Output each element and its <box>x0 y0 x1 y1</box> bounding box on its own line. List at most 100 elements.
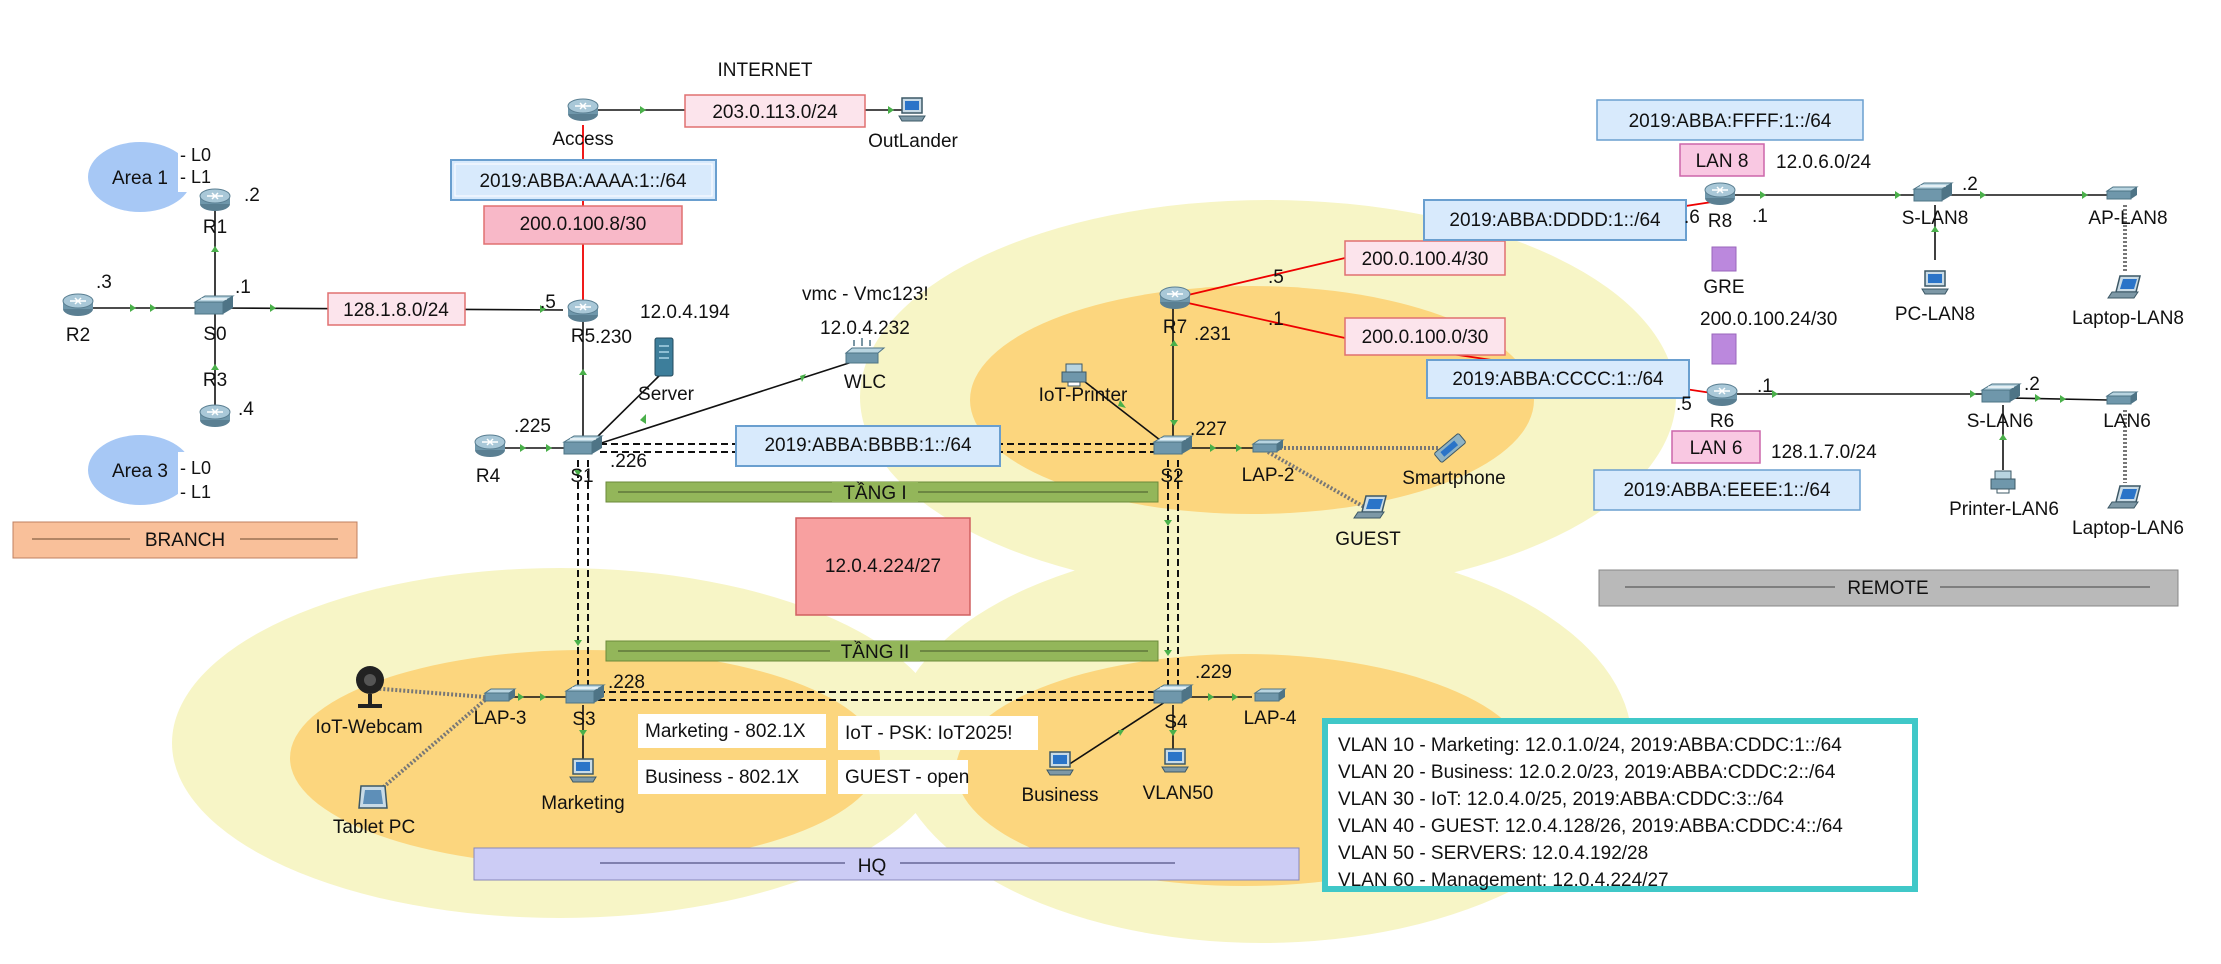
router-r5-icon[interactable] <box>567 299 599 323</box>
printer-lan6-icon[interactable] <box>1990 470 2016 494</box>
net-200-8-label: 200.0.100.8/30 <box>520 214 647 235</box>
s0-label: S0 <box>203 324 226 345</box>
ap-lan8-icon[interactable] <box>2106 186 2138 200</box>
vlan-legend-line: VLAN 30 - IoT: 12.0.4.0/25, 2019:ABBA:CD… <box>1338 789 1784 810</box>
lap3-icon[interactable] <box>484 688 516 702</box>
lan6-label: LAN 6 <box>1690 438 1743 459</box>
gre-label: GRE <box>1703 277 1744 298</box>
lan8-label: LAN 8 <box>1696 151 1749 172</box>
vlan-legend-line: VLAN 10 - Marketing: 12.0.1.0/24, 2019:A… <box>1338 735 1842 756</box>
vlan-legend-line: VLAN 50 - SERVERS: 12.0.4.192/28 <box>1338 843 1649 864</box>
ssid-business-label: Business - 802.1X <box>645 767 800 788</box>
s4-label: S4 <box>1164 712 1188 733</box>
switch-slan8-icon[interactable] <box>1913 182 1953 202</box>
vlan50-label: VLAN50 <box>1143 783 1214 804</box>
gre-net-label: 200.0.100.24/30 <box>1700 309 1837 330</box>
wlc-cred-label: vmc - Vmc123! <box>802 284 929 305</box>
laptop-lan8-icon[interactable] <box>2107 275 2141 299</box>
r4-ip-label: .225 <box>514 416 551 437</box>
s0-ip-label: .1 <box>235 277 251 298</box>
r7-ip1-label: .1 <box>1268 309 1284 330</box>
area1-l1: - L1 <box>180 167 211 187</box>
lap2-icon[interactable] <box>1252 439 1284 453</box>
vlan-legend-line: VLAN 40 - GUEST: 12.0.4.128/26, 2019:ABB… <box>1338 816 1843 837</box>
router-r8-icon[interactable] <box>1704 182 1736 206</box>
server-ip-label: 12.0.4.194 <box>640 302 730 323</box>
ssid-guest-label: GUEST - open <box>845 767 969 788</box>
switch-s1-icon[interactable] <box>563 435 603 455</box>
smartphone-icon[interactable] <box>1434 433 1466 463</box>
s1-ip-label: .226 <box>610 451 647 472</box>
lan6-net-label: 128.1.7.0/24 <box>1771 442 1877 463</box>
pclan8-label: PC-LAN8 <box>1895 304 1975 325</box>
r2-ip-label: .3 <box>96 272 112 293</box>
router-r2-icon[interactable] <box>62 293 94 317</box>
pc-marketing-icon[interactable] <box>569 758 597 783</box>
zone-inner-floor2-left <box>290 650 880 866</box>
s1-label: S1 <box>570 466 593 487</box>
switch-slan6-icon[interactable] <box>1981 383 2021 403</box>
tablet-label: Tablet PC <box>333 817 415 838</box>
pc-outlander-icon[interactable] <box>898 97 926 122</box>
switch-s3-icon[interactable] <box>565 684 605 704</box>
outlander-label: OutLander <box>868 131 958 152</box>
wlc-ip-label: 12.0.4.232 <box>820 318 910 339</box>
ssid-marketing-label: Marketing - 802.1X <box>645 721 806 742</box>
tang2-label: TẦNG II <box>841 641 910 663</box>
s2-label: S2 <box>1160 466 1183 487</box>
switch-s2-icon[interactable] <box>1153 435 1193 455</box>
slan8-ip-label: .2 <box>1962 174 1978 195</box>
router-r7-icon[interactable] <box>1159 286 1191 310</box>
pc-vlan50-icon[interactable] <box>1161 748 1189 773</box>
r6-label: R6 <box>1710 411 1734 432</box>
laptop-lan6-icon[interactable] <box>2107 485 2141 509</box>
router-r4-icon[interactable] <box>474 434 506 458</box>
net-128-1-8-label: 128.1.8.0/24 <box>343 300 449 321</box>
access-label: Access <box>552 129 613 150</box>
router-r6-icon[interactable] <box>1706 383 1738 407</box>
r8-label: R8 <box>1708 211 1732 232</box>
vlan-legend-line: VLAN 20 - Business: 12.0.2.0/23, 2019:AB… <box>1338 762 1836 783</box>
ssid-iot-label: IoT - PSK: IoT2025! <box>845 723 1013 744</box>
links <box>78 109 2127 792</box>
labels: INTERNET Access OutLander .2 R1 .3 R2 .1… <box>66 60 2184 838</box>
slan6-ip-label: .2 <box>2024 374 2040 395</box>
ipv6-bbbb-label: 2019:ABBA:BBBB:1::/64 <box>764 435 971 456</box>
ipv6-eeee-label: 2019:ABBA:EEEE:1::/64 <box>1623 480 1830 501</box>
server-icon[interactable] <box>654 337 674 377</box>
remote-label: REMOTE <box>1847 578 1928 599</box>
devices <box>62 97 2141 809</box>
tablet-icon[interactable] <box>358 785 388 809</box>
ipv6-dddd-label: 2019:ABBA:DDDD:1::/64 <box>1449 210 1661 231</box>
network-boxes: 203.0.113.0/24 2019:ABBA:AAAA:1::/64 200… <box>12 94 2179 881</box>
lan6-device-label: LAN6 <box>2103 411 2151 432</box>
lap2-label: LAP-2 <box>1242 465 1295 486</box>
guest-label: GUEST <box>1335 529 1401 550</box>
router-r3-icon[interactable] <box>199 404 231 428</box>
iot-webcam-icon[interactable] <box>356 666 384 708</box>
lap4-icon[interactable] <box>1254 688 1286 702</box>
printerlan6-label: Printer-LAN6 <box>1949 499 2059 520</box>
branch-label: BRANCH <box>145 530 225 551</box>
r4-label: R4 <box>476 466 501 487</box>
router-access-icon[interactable] <box>567 98 599 122</box>
area1-label: Area 1 <box>112 168 168 189</box>
switch-s4-icon[interactable] <box>1153 684 1193 704</box>
switch-s0-icon[interactable] <box>194 295 234 315</box>
r6-ip5-label: .5 <box>1676 394 1692 415</box>
r7-label: R7 <box>1163 317 1187 338</box>
ipv6-ffff-label: 2019:ABBA:FFFF:1::/64 <box>1629 111 1832 132</box>
pc-business-icon[interactable] <box>1046 751 1074 776</box>
r2-label: R2 <box>66 325 90 346</box>
s3-label: S3 <box>572 709 595 730</box>
pc-lan8-icon[interactable] <box>1921 270 1949 295</box>
lan6-ap-icon[interactable] <box>2106 391 2138 405</box>
router-r1-icon[interactable] <box>199 188 231 212</box>
lan8-net-label: 12.0.6.0/24 <box>1776 152 1872 173</box>
laptoplan8-label: Laptop-LAN8 <box>2072 308 2184 329</box>
r5-label: R5 <box>571 326 595 347</box>
r1-ip-label: .2 <box>244 185 260 206</box>
net-200-0-label: 200.0.100.0/30 <box>1362 327 1489 348</box>
marketing-label: Marketing <box>541 793 624 814</box>
iot-printer-label: IoT-Printer <box>1039 385 1128 406</box>
